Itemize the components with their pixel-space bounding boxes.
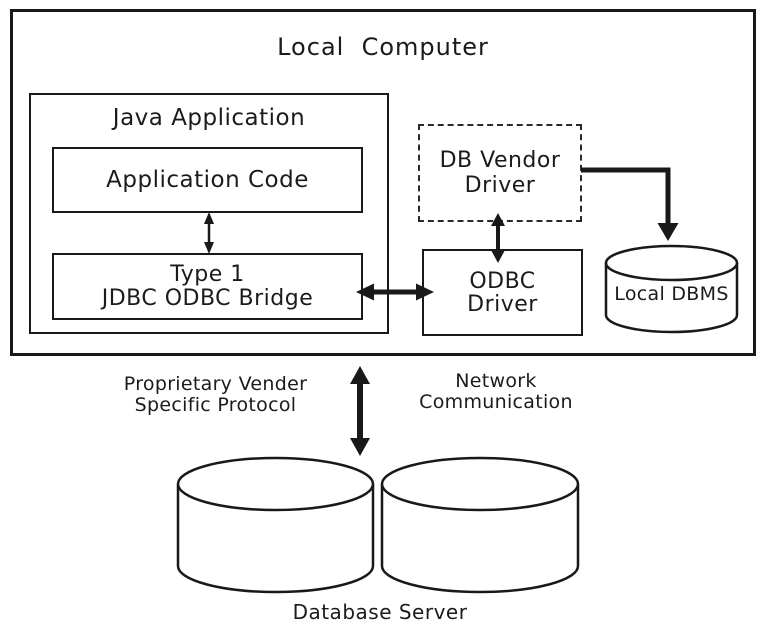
type1-bridge-box: Type 1 JDBC ODBC Bridge — [52, 253, 363, 320]
local-computer-title: Local Computer — [277, 33, 489, 61]
type1-bridge-line2: JDBC ODBC Bridge — [101, 285, 314, 311]
db-vendor-driver-line2: Driver — [464, 173, 536, 198]
java-application-title: Java Application — [112, 105, 306, 131]
arrow-network-icon — [350, 366, 370, 456]
network-communication-line2: Communication — [419, 391, 573, 413]
database-server-label: Database Server — [292, 600, 468, 624]
odbc-driver-box: ODBC Driver — [422, 249, 583, 336]
proprietary-protocol-line1: Proprietary Vender — [123, 373, 308, 395]
proprietary-protocol-line2: Specific Protocol — [134, 394, 297, 416]
network-communication-line1: Network — [455, 370, 537, 392]
database-cylinder-left-icon — [176, 456, 375, 594]
network-communication-label: Network Communication — [396, 371, 596, 413]
odbc-driver-line1: ODBC — [469, 268, 536, 294]
application-code-box: Application Code — [52, 147, 363, 213]
db-vendor-driver-line1: DB Vendor — [439, 148, 561, 173]
db-vendor-driver-box: DB Vendor Driver — [418, 124, 582, 222]
local-dbms-label: Local DBMS — [614, 283, 729, 305]
type1-bridge-line1: Type 1 — [170, 261, 245, 287]
proprietary-protocol-label: Proprietary Vender Specific Protocol — [88, 374, 343, 416]
database-cylinder-right-icon — [380, 456, 580, 594]
odbc-driver-line2: Driver — [467, 291, 538, 317]
application-code-label: Application Code — [106, 167, 309, 193]
